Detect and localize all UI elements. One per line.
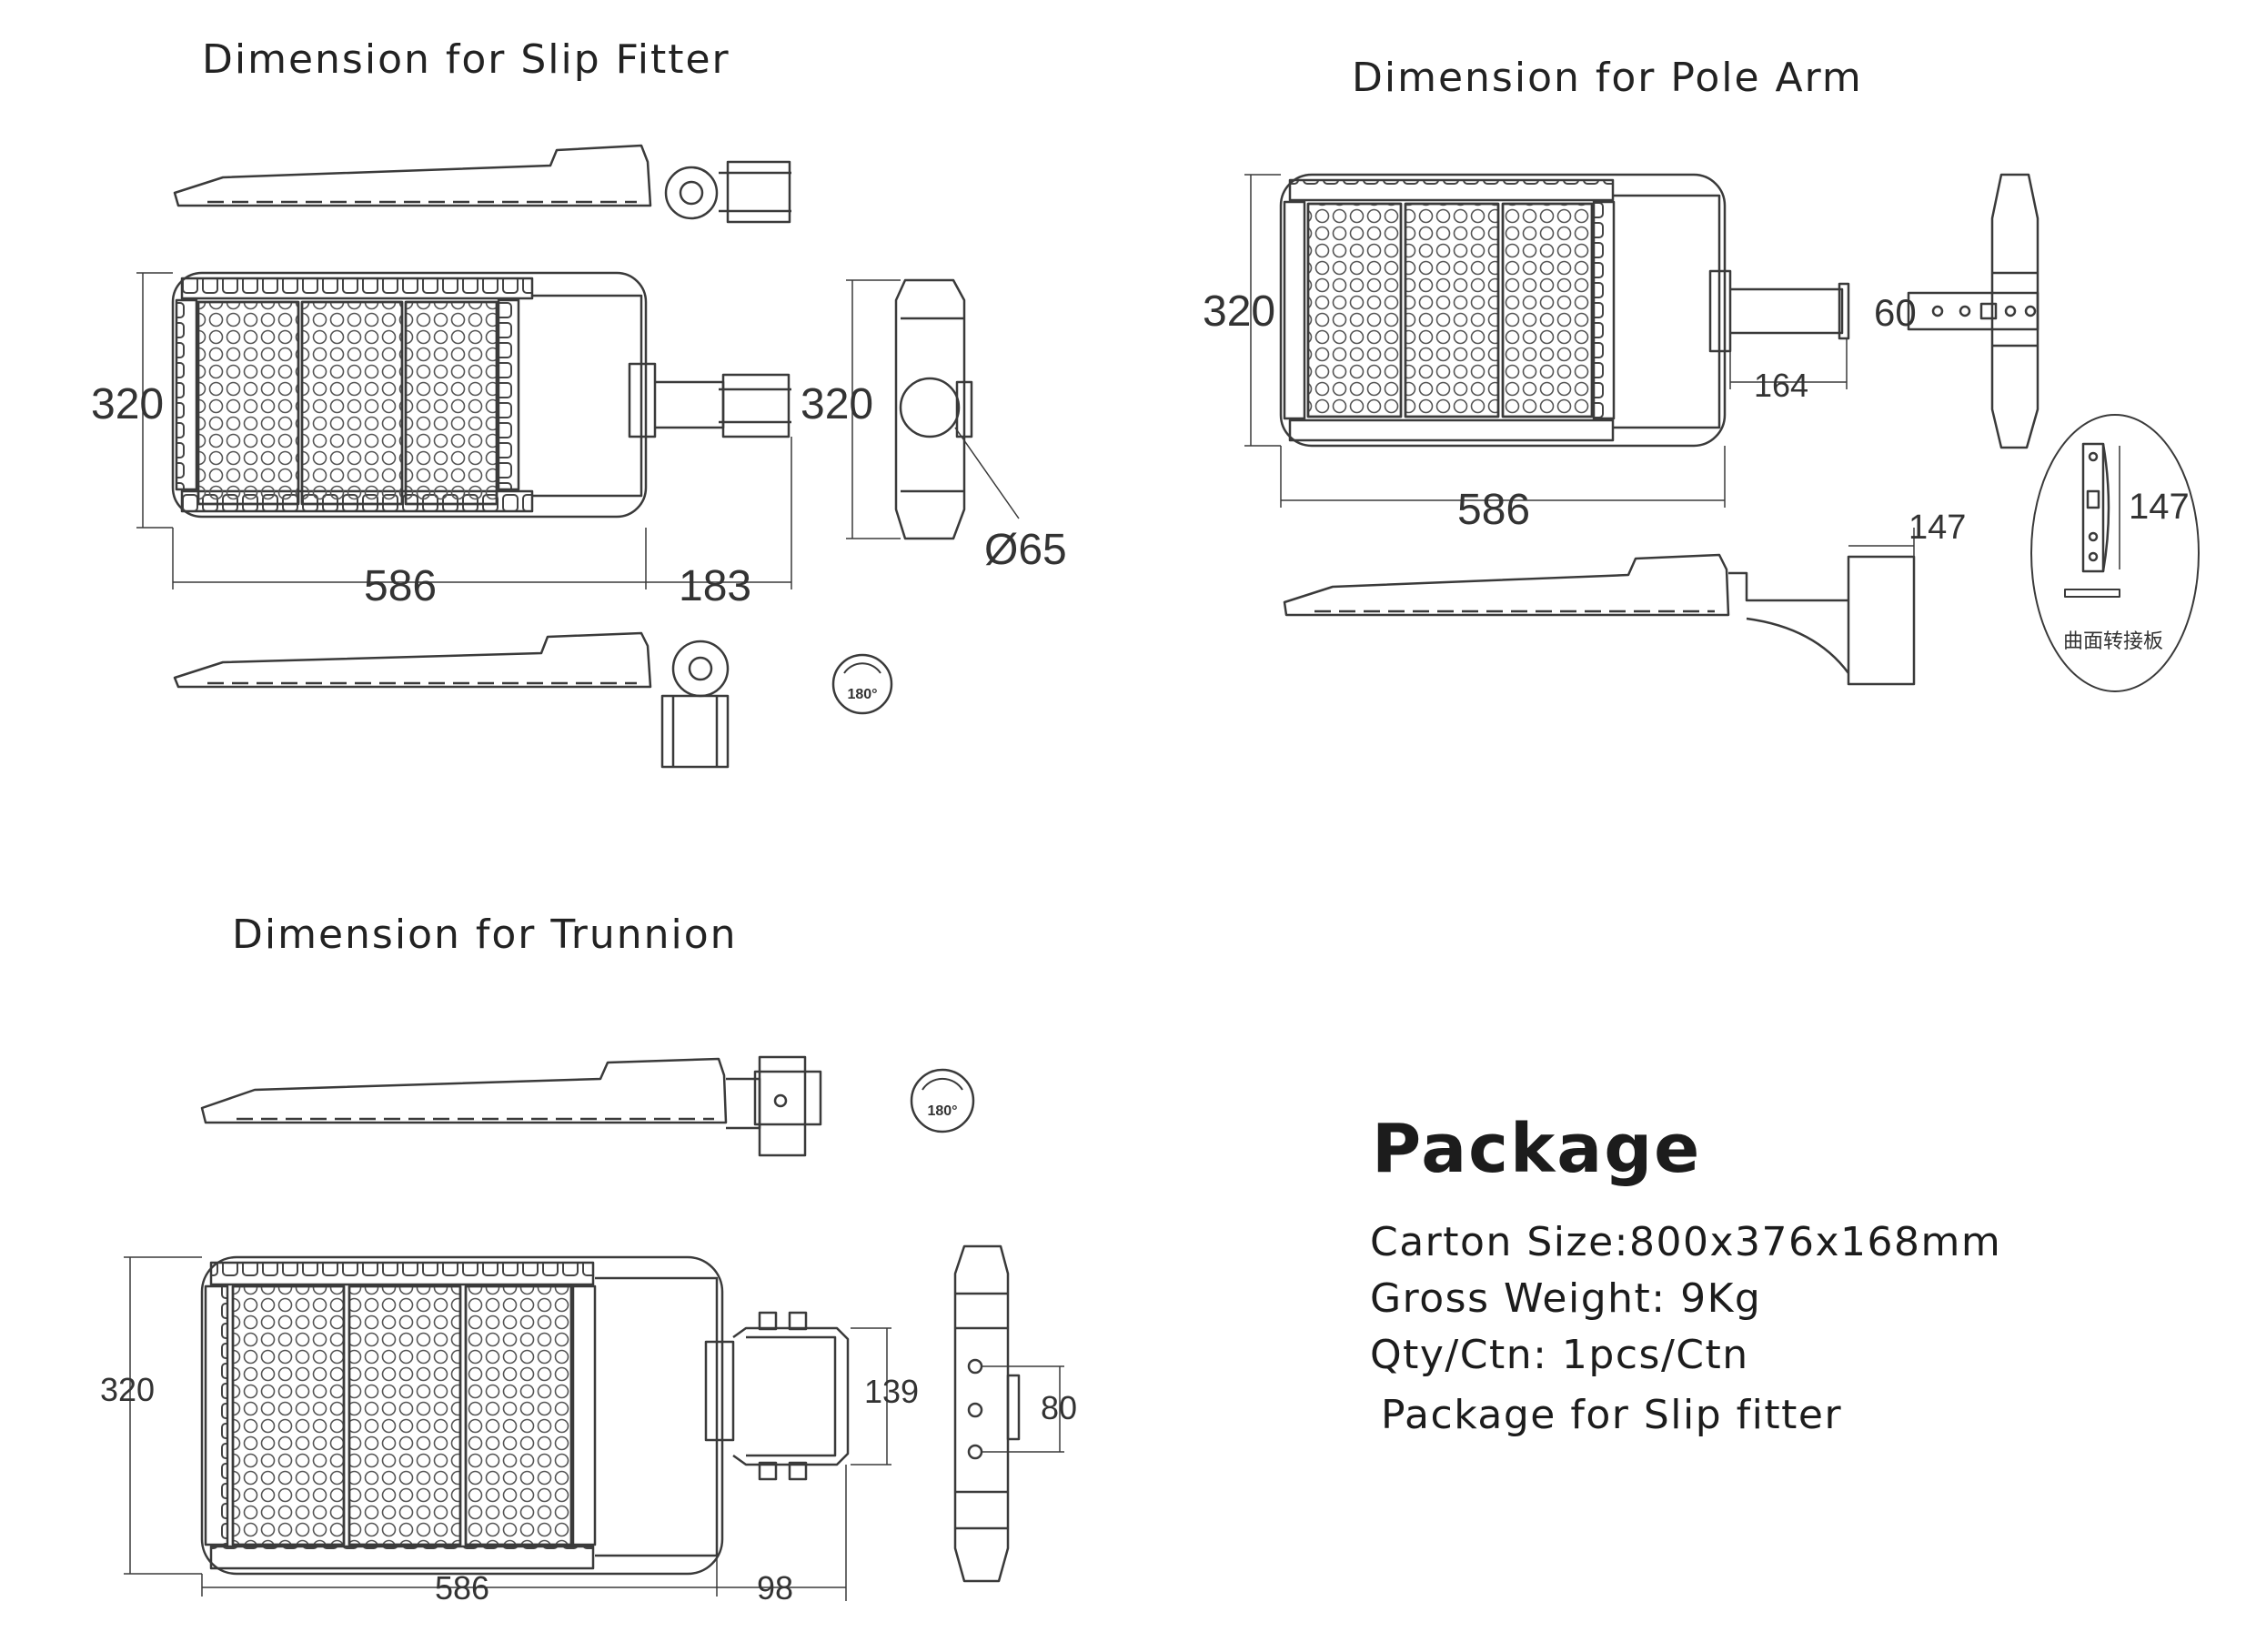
trunnion-width-label: 320 (100, 1371, 155, 1408)
slip-fitter-rotation-icon (831, 653, 893, 715)
arm-plate-detail-label: 147 (2129, 487, 2190, 527)
gross-weight: Gross Weight: 9Kg (1370, 1275, 1762, 1322)
pole-arm-side-view (1283, 528, 1916, 686)
pole-arm-dimension-lines (1244, 174, 1848, 508)
trunnion-rotation-icon (910, 1068, 975, 1133)
slip-fitter-side-view-top (173, 144, 791, 224)
trunnion-bracket-length-label: 98 (757, 1569, 793, 1607)
pole-arm-title: Dimension for Pole Arm (1352, 55, 1863, 101)
trunnion-side-width-label: 80 (1041, 1389, 1077, 1426)
trunnion-side-view (200, 1055, 822, 1157)
slip-diameter-label: Ø65 (984, 526, 1067, 574)
slip-length-label: 586 (364, 562, 437, 610)
slip-fitter-title: Dimension for Slip Fitter (202, 36, 730, 83)
arm-plate-height-label: 147 (1909, 509, 1966, 547)
arm-plate-name-label: 曲面转接板 (2063, 630, 2163, 652)
slip-width-label: 320 (91, 380, 164, 428)
trunnion-bracket-width-label: 139 (864, 1373, 919, 1410)
trunnion-length-label: 586 (435, 1569, 489, 1607)
pole-arm-end-view (1907, 173, 2039, 449)
slip-fitter-top-view (171, 271, 791, 519)
slip-fitter-length-label: 183 (679, 562, 751, 610)
trunnion-title: Dimension for Trunnion (232, 912, 738, 958)
arm-arm-length-label: 164 (1754, 367, 1808, 404)
pole-arm-top-view (1279, 173, 1850, 448)
arm-arm-width-label: 60 (1874, 291, 1917, 334)
qty-per-carton: Qty/Ctn: 1pcs/Ctn (1370, 1332, 1749, 1378)
trunnion-top-view (200, 1255, 850, 1576)
pole-arm-plate-detail (2030, 414, 2200, 692)
slip-fitter-dimension-lines (136, 272, 792, 589)
slip-fitter-side-view-bottom (173, 631, 730, 769)
trunnion-end-view (953, 1244, 1064, 1583)
trunnion-rotation-label: 180° (927, 1103, 957, 1119)
slip-rotation-label: 180° (847, 687, 877, 702)
slip-side-height-label: 320 (801, 380, 873, 428)
slip-fitter-end-view (846, 278, 1020, 540)
arm-width-label: 320 (1203, 287, 1275, 336)
carton-size: Carton Size:800x376x168mm (1370, 1219, 2002, 1265)
package-note: Package for Slip fitter (1381, 1392, 1843, 1438)
arm-length-label: 586 (1457, 486, 1530, 534)
package-title: Package (1372, 1110, 1702, 1188)
trunnion-dimension-lines (124, 1256, 891, 1601)
